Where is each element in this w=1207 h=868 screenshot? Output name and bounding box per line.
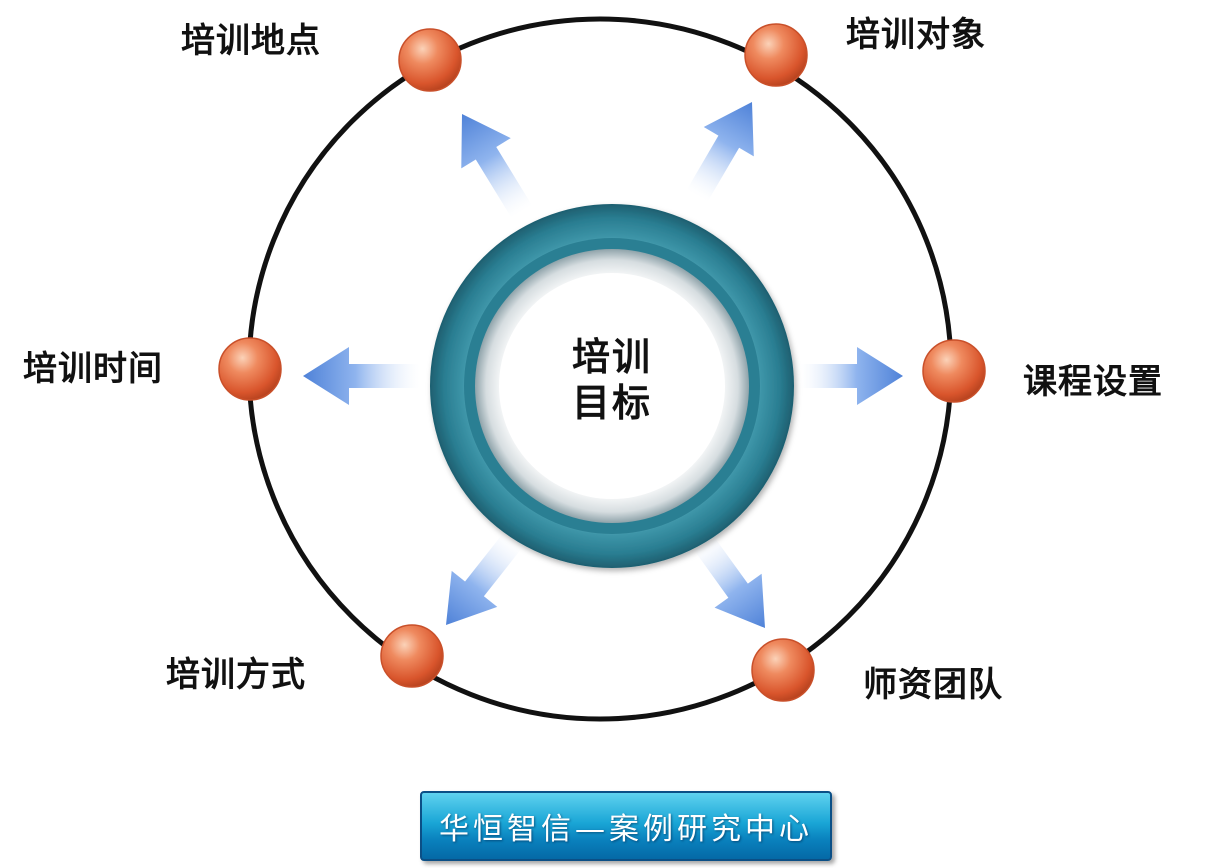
node-dot-method — [380, 624, 444, 688]
label-training-location: 培训地点 — [181, 21, 321, 61]
arrow-to-method — [445, 532, 523, 625]
arrow-to-curriculum — [800, 347, 903, 405]
arrow-to-faculty — [693, 534, 766, 628]
footer-banner: 华恒智信—案例研究中心 — [420, 791, 832, 861]
center-label-line1: 培训 — [571, 335, 652, 379]
node-dot-audience — [744, 23, 808, 87]
node-dot-curriculum — [922, 339, 986, 403]
arrow-group — [303, 102, 903, 628]
label-faculty-team: 师资团队 — [863, 665, 1003, 705]
arrow-to-time — [303, 347, 420, 405]
node-group — [218, 23, 986, 702]
footer-banner-text: 华恒智信—案例研究中心 — [439, 812, 813, 847]
label-training-method: 培训方式 — [166, 655, 306, 695]
arrow-to-location — [461, 113, 533, 219]
node-dot-location — [398, 28, 462, 92]
center-label: 培训 目标 — [540, 335, 684, 426]
node-dot-time — [218, 337, 282, 401]
label-curriculum: 课程设置 — [1023, 362, 1163, 402]
center-ring — [430, 204, 794, 568]
center-label-line2: 目标 — [571, 380, 652, 425]
label-training-time: 培训时间 — [23, 349, 163, 389]
label-training-audience: 培训对象 — [846, 15, 986, 55]
arrow-to-audience — [686, 102, 754, 203]
node-dot-faculty — [751, 638, 815, 702]
